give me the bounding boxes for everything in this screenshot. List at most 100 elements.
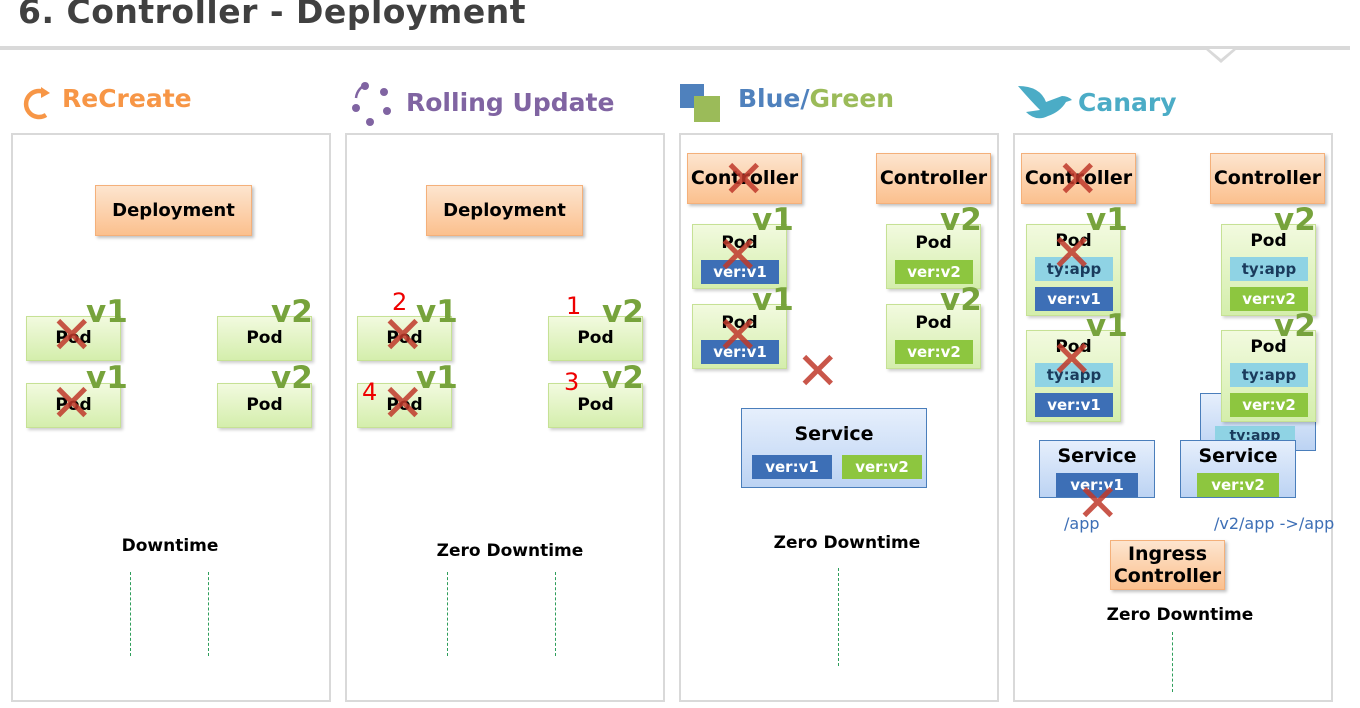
page-title: 6. Controller - Deployment <box>18 0 526 31</box>
service-label: Service <box>1057 445 1137 467</box>
label-ver-v1: ver:v1 <box>701 340 779 364</box>
bluegreen-pod-v2-a: Pod ver:v2 <box>886 224 981 289</box>
canary-bird-icon <box>1018 86 1072 119</box>
label-ty-app: ty:app <box>1035 363 1113 387</box>
service-ver-v2: ver:v2 <box>842 455 922 479</box>
cross-mark-icon: ✕ <box>796 342 840 402</box>
recreate-pod-v1-a: Pod <box>26 316 121 361</box>
rolling-pod-v2-a: Pod <box>548 316 643 361</box>
canary-pod-v2-a: Pod ty:app ver:v2 <box>1221 224 1316 316</box>
blue-green-icon <box>680 84 720 122</box>
bluegreen-controller-new: Controller <box>876 153 991 204</box>
canary-controller-new: Controller <box>1210 153 1325 204</box>
recreate-pod-v2-a: Pod <box>217 316 312 361</box>
step-number: 3 <box>564 368 580 396</box>
label-ty-app: ty:app <box>1230 363 1308 387</box>
recreate-v1-label-a: v1 <box>86 294 128 330</box>
cross-mark-icon: ✕ <box>381 374 425 434</box>
divider <box>447 572 448 656</box>
pod-label: Pod <box>915 313 952 333</box>
recreate-heading: ReCreate <box>62 84 192 113</box>
rolling-pod-v2-b: Pod <box>548 383 643 428</box>
divider <box>555 572 556 656</box>
rolling-v1-label-b: v1 <box>416 360 458 396</box>
bluegreen-controller-old: Controller <box>687 153 802 204</box>
service-ver-v2: ver:v2 <box>1197 473 1279 497</box>
pod-label: Pod <box>915 233 952 253</box>
divider <box>208 572 209 656</box>
canary-service-v2: Service ver:v2 <box>1180 440 1296 498</box>
canary-service-v1: Service ver:v1 <box>1039 440 1155 498</box>
cross-mark-icon: ✕ <box>50 374 94 434</box>
recreate-deployment: Deployment <box>95 185 252 236</box>
pod-label: Pod <box>1055 337 1092 357</box>
bluegreen-v1-label-a: v1 <box>752 202 794 238</box>
recreate-caption: Downtime <box>121 536 219 556</box>
label-ty-app: ty:app <box>1035 257 1113 281</box>
rolling-v2-label-b: v2 <box>602 360 644 396</box>
recreate-pod-v1-b: Pod <box>26 383 121 428</box>
recreate-v2-label-b: v2 <box>271 360 313 396</box>
pod-label: Pod <box>1055 231 1092 251</box>
pod-label: Pod <box>1250 337 1287 357</box>
canary-v1-label-a: v1 <box>1086 202 1128 238</box>
label-ver-v2: ver:v2 <box>1230 287 1308 311</box>
pod-label: Pod <box>721 233 758 253</box>
bluegreen-v2-label-b: v2 <box>940 282 982 318</box>
rolling-caption: Zero Downtime <box>436 541 584 561</box>
label-ver-v1: ver:v1 <box>1035 287 1113 311</box>
cross-mark-icon: ✕ <box>716 306 760 366</box>
rolling-update-heading: Rolling Update <box>406 88 615 117</box>
divider <box>130 572 131 656</box>
blue-word: Blue <box>738 84 801 113</box>
title-divider <box>0 46 1350 50</box>
step-number: 1 <box>566 292 582 320</box>
label-ver-v2: ver:v2 <box>895 260 973 284</box>
recreate-v2-label-a: v2 <box>271 294 313 330</box>
canary-caption: Zero Downtime <box>1106 605 1254 625</box>
pod-label: Pod <box>721 313 758 333</box>
cross-mark-icon: ✕ <box>1050 330 1094 390</box>
bluegreen-service: Service ver:v1 ver:v2 <box>741 408 927 488</box>
cross-mark-icon: ✕ <box>1056 150 1100 210</box>
path-v2: /v2/app ->/app <box>1214 514 1334 533</box>
canary-pod-v1-b: Pod ty:app ver:v1 <box>1026 330 1121 422</box>
bluegreen-v1-label-b: v1 <box>752 282 794 318</box>
canary-v1-label-b: v1 <box>1086 308 1128 344</box>
path-v2-old: /v2/app <box>1214 514 1275 533</box>
recreate-pod-v2-b: Pod <box>217 383 312 428</box>
cross-mark-icon: ✕ <box>722 150 766 210</box>
green-word: Green <box>809 84 895 113</box>
bluegreen-pod-v2-b: Pod ver:v2 <box>886 304 981 369</box>
service-ver-v1: ver:v1 <box>752 455 832 479</box>
canary-v2-label-b: v2 <box>1274 308 1316 344</box>
cross-mark-icon: ✕ <box>50 306 94 366</box>
service-ver-v1: ver:v1 <box>1056 473 1138 497</box>
cross-mark-icon: ✕ <box>716 226 760 286</box>
rolling-v1-label-a: v1 <box>416 294 458 330</box>
bluegreen-caption: Zero Downtime <box>773 533 921 553</box>
rolling-v2-label-a: v2 <box>602 294 644 330</box>
cross-mark-icon: ✕ <box>381 306 425 366</box>
bluegreen-v2-label-a: v2 <box>940 202 982 238</box>
pod-label: Pod <box>1250 231 1287 251</box>
divider <box>838 568 839 666</box>
label-ty-app: ty:app <box>1230 257 1308 281</box>
path-v1: /app <box>1064 514 1100 533</box>
path-v2-new: ->/app <box>1274 514 1335 533</box>
rolling-update-icon <box>352 82 391 126</box>
canary-pod-v1-a: Pod ty:app ver:v1 <box>1026 224 1121 316</box>
cross-mark-icon: ✕ <box>1050 224 1094 284</box>
slash: / <box>800 84 810 113</box>
bluegreen-pod-v1-a: Pod ver:v1 <box>692 224 787 289</box>
recreate-icon <box>23 87 50 120</box>
bluegreen-pod-v1-b: Pod ver:v1 <box>692 304 787 369</box>
divider-notch-inner <box>1209 49 1233 59</box>
step-number: 2 <box>392 288 408 316</box>
blue-green-heading: Blue/Green <box>738 84 894 113</box>
label-ver-v2: ver:v2 <box>895 340 973 364</box>
label-ver-v2: ver:v2 <box>1230 393 1308 417</box>
step-number: 4 <box>362 378 378 406</box>
canary-pod-v2-b: Pod ty:app ver:v2 <box>1221 330 1316 422</box>
label-ver-v1: ver:v1 <box>701 260 779 284</box>
